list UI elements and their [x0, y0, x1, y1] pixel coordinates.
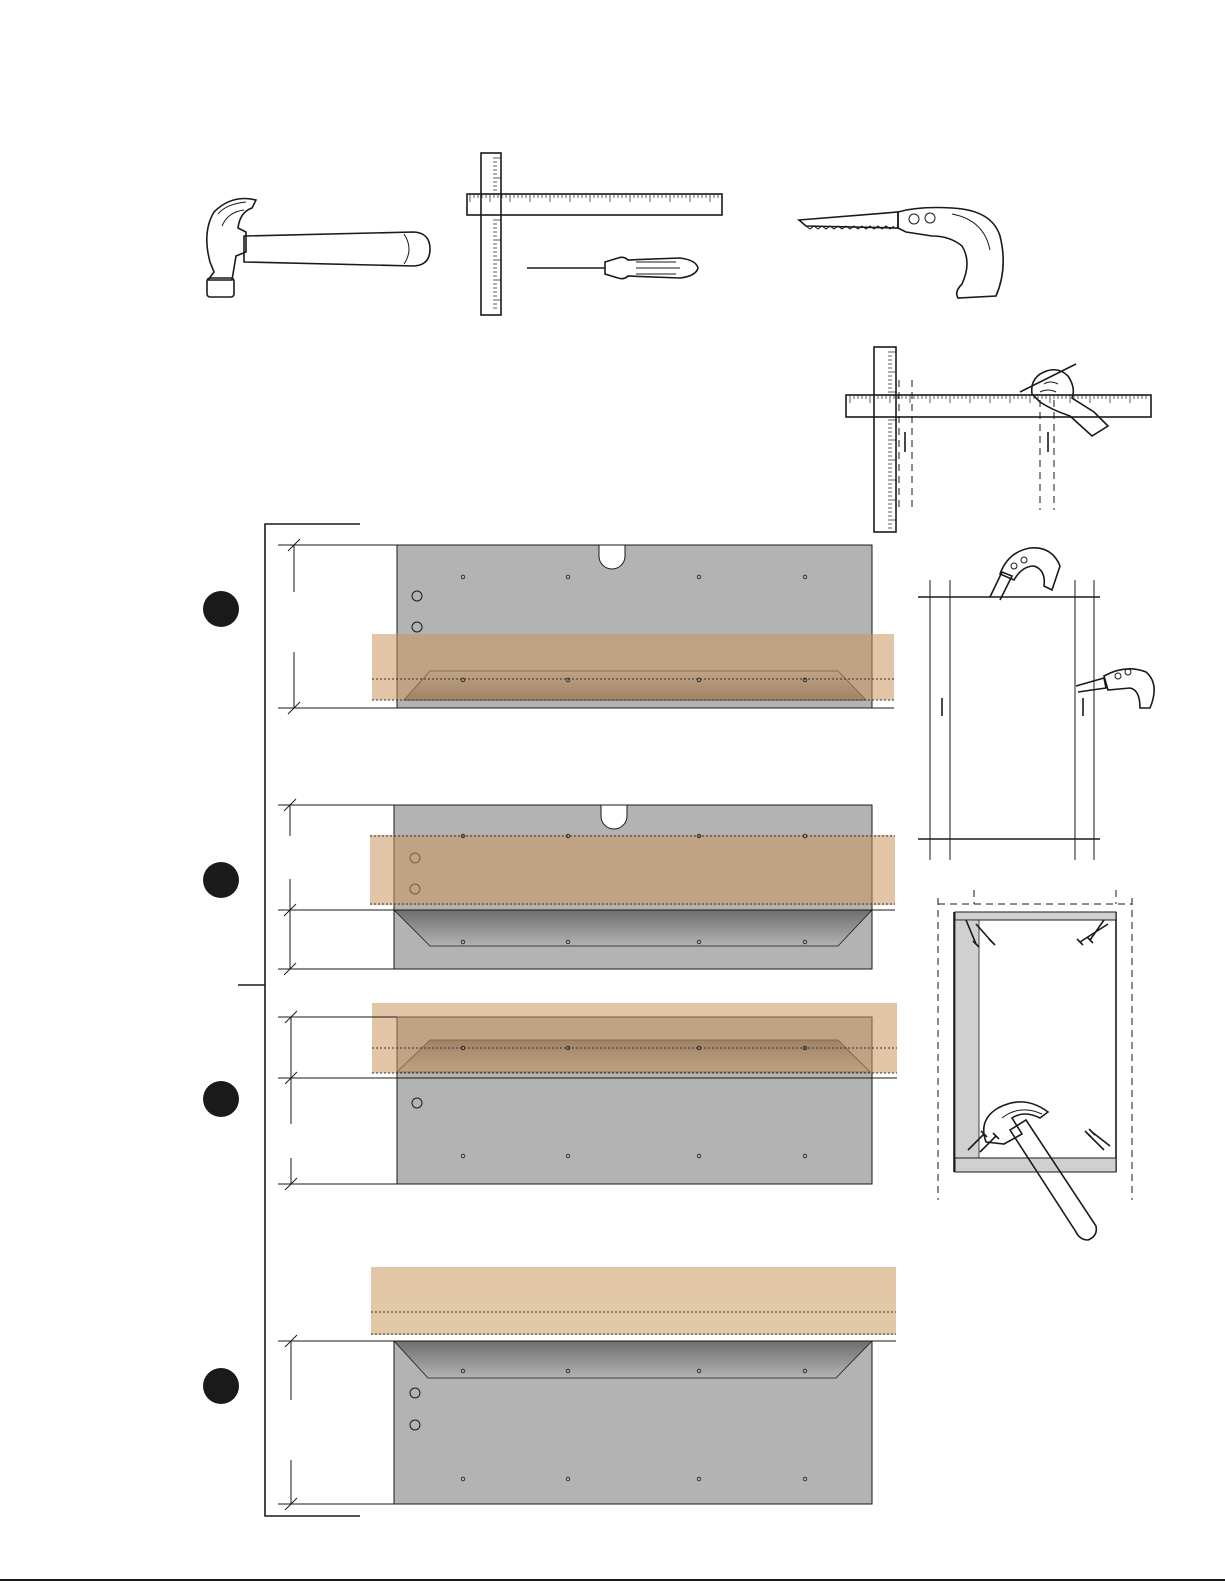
cutting-detail — [918, 548, 1154, 860]
screwdriver-icon — [527, 257, 698, 278]
nail-icon — [980, 1136, 996, 1152]
step-2-marker — [203, 862, 239, 898]
steps-bracket — [238, 524, 360, 1516]
drywall-saw-icon — [1076, 669, 1154, 708]
lower-wall-panel — [278, 1003, 897, 1190]
step-3-marker — [203, 1081, 239, 1117]
marking-detail — [846, 347, 1151, 532]
step-4-marker — [203, 1368, 239, 1404]
hammer-icon — [207, 199, 430, 298]
hand-with-pencil-icon — [1020, 364, 1108, 436]
nailing-detail — [938, 890, 1132, 1240]
upper-wall-panel — [278, 539, 894, 714]
framing-square-icon — [467, 153, 722, 315]
drywall-saw-icon — [990, 548, 1060, 600]
nail-icon — [1080, 924, 1108, 942]
step-1-marker — [203, 591, 239, 627]
mid-wall-panel — [278, 799, 895, 975]
nail-icon — [1090, 920, 1104, 940]
base-wall-panel — [278, 1267, 896, 1510]
drywall-saw-icon — [799, 208, 1003, 299]
